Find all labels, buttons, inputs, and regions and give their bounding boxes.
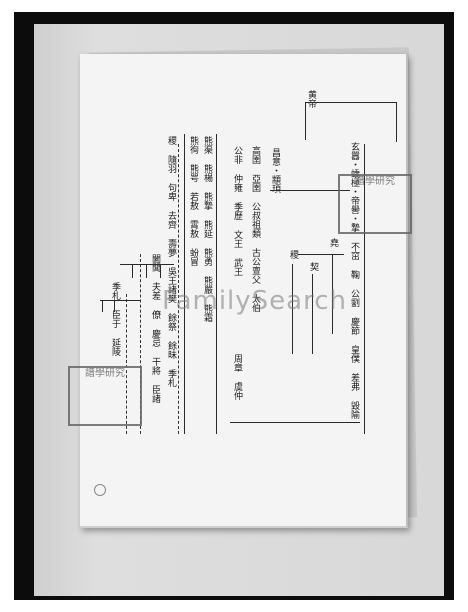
branch-line-2 <box>298 254 344 255</box>
bottom-bracket <box>230 422 360 423</box>
top-right-drop <box>396 102 397 142</box>
lineage-gaoyu: 高圉 亞圉 公叔祖類 古公亶父 太伯 <box>250 146 260 312</box>
lineage-xiongxun: 熊徇 熊咢 若敖 霄敖 蚡冒 <box>188 136 198 266</box>
seal-stamp-right: 譜學研究 <box>338 174 412 234</box>
drop-wu-1 <box>132 264 133 278</box>
seal-right-text: 譜學研究 <box>355 176 395 187</box>
lineage-yao: 堯 <box>328 238 338 247</box>
drop-yao <box>332 254 333 334</box>
drop-ji <box>292 264 293 354</box>
line-xuanxiao <box>364 144 365 434</box>
seal-left-text: 譜學研究 <box>85 368 125 379</box>
lineage-zhouzhang: 周章 虞仲 <box>232 354 242 400</box>
lineage-xuanxiao: 玄囂・蟜極・帝嚳・摯 不窋 鞠 公劉 慶節 皇僕 差弗 毀隃 <box>349 142 359 419</box>
seal-stamp-left: 譜學研究 <box>68 366 142 426</box>
genealogy-page: 黄帝 玄囂・蟜極・帝嚳・摯 不窋 鞠 公劉 慶節 皇僕 差弗 毀隃 昌意・顓頊 … <box>68 54 412 528</box>
branch-wu-horizontal <box>120 264 174 265</box>
branch-left-horizontal <box>100 300 140 301</box>
drop-left-2 <box>114 300 115 312</box>
dashed-line-2 <box>140 254 141 434</box>
lineage-gongfei: 公非 仲雍 季歷 文王 武王 <box>232 146 242 276</box>
lineage-jizha: 季札 臣于 延陵 <box>110 282 120 356</box>
dashed-line-3 <box>126 294 127 434</box>
drop-wu-3 <box>160 264 161 278</box>
lineage-xiongqu: 熊渠 熊楊 熊摯 熊延 熊勇 熊嚴 熊霜 <box>202 136 212 322</box>
punch-hole-circle <box>94 484 106 496</box>
dashed-line-1 <box>178 144 179 434</box>
drop-wu-2 <box>146 264 147 278</box>
drop-xie <box>312 274 313 354</box>
lineage-helu: 闔閭 夫差 僚 慶忌 干將 臣諸 <box>150 254 160 403</box>
line-chu-left <box>184 134 185 434</box>
ancestor-top: 黄帝 <box>306 90 316 108</box>
top-left-drop <box>305 102 306 140</box>
watermark-text: FamilySearch <box>162 286 347 316</box>
lineage-wu: 稷 隨羽 句卑 去齊 壽夢 吳王諸樊 餘祭 餘昧 季札 <box>166 136 176 387</box>
lineage-xie: 契 <box>308 262 318 271</box>
line-chu-right <box>216 134 217 434</box>
branch-line-1 <box>270 190 350 191</box>
lineage-changyi: 昌意・顓頊 <box>270 148 280 193</box>
top-horizontal-line <box>305 102 397 103</box>
drop-left-1 <box>102 300 103 312</box>
lineage-ji: 稷 <box>288 250 298 259</box>
